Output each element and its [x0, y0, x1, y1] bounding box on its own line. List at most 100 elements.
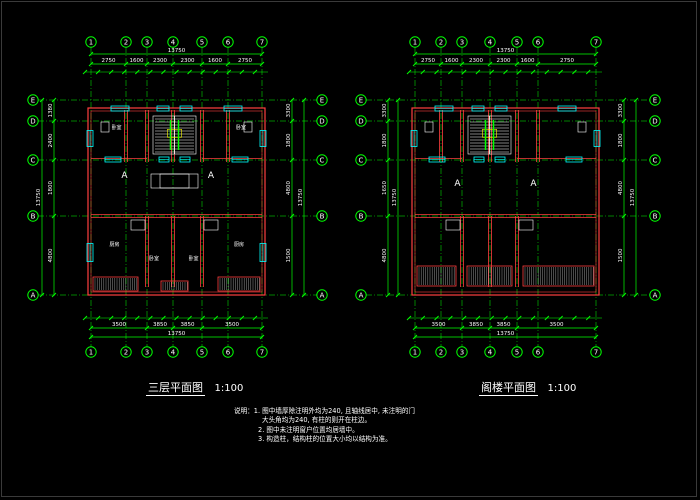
axis-top-bubble	[167, 36, 179, 48]
axis-bottom-label: 2	[124, 349, 128, 357]
dimension-text: 4800	[618, 181, 624, 195]
axis-top-label: 3	[460, 39, 464, 47]
dimension-tick	[239, 69, 245, 75]
dimension-tick	[487, 61, 493, 67]
axis-top-label: 4	[488, 39, 493, 47]
dimension-tick	[633, 292, 639, 298]
axis-top-label: 6	[226, 39, 231, 47]
dimension-text: 2750	[238, 58, 252, 64]
dimension-tick	[459, 61, 465, 67]
dimension-tick	[585, 69, 591, 75]
axis-top-label: 3	[145, 39, 149, 47]
axis-top-bubble	[141, 36, 153, 48]
axis-bottom-bubble	[484, 346, 496, 358]
dimension-tick	[289, 292, 295, 298]
dimension-tick	[633, 97, 639, 103]
dimension-tick	[259, 61, 265, 67]
dimension-tick	[516, 69, 522, 75]
dimension-tick	[51, 292, 57, 298]
axis-right-bubble	[649, 210, 661, 222]
dimension-tick	[461, 69, 467, 75]
dimension-tick	[123, 61, 129, 67]
dimension-text: 13750	[497, 48, 515, 54]
dimension-text: 3500	[432, 322, 446, 328]
dimension-tick	[252, 315, 258, 321]
dimension-tick	[385, 118, 391, 124]
dimension-text: 13750	[36, 188, 42, 206]
dimension-tick	[88, 51, 94, 57]
axis-bottom-bubble	[456, 346, 468, 358]
dimension-text: 4800	[382, 248, 388, 262]
dimension-tick	[39, 97, 45, 103]
axis-left-bubble	[27, 115, 39, 127]
dimension-tick	[200, 315, 205, 321]
axis-bottom-bubble	[256, 346, 268, 358]
dimension-text: 2750	[560, 58, 574, 64]
axis-right-label: D	[319, 118, 324, 126]
dimension-tick	[412, 334, 418, 340]
fixture	[445, 219, 461, 231]
axis-top-label: 1	[89, 39, 93, 47]
dimension-tick	[161, 315, 166, 321]
dimension-tick	[489, 315, 495, 321]
dimension-tick	[174, 315, 179, 321]
dimension-tick	[51, 118, 57, 124]
axis-top-label: 6	[536, 39, 541, 47]
dimension-text: 2300	[153, 58, 167, 64]
axis-top-bubble	[511, 36, 523, 48]
axis-right-bubble	[316, 115, 328, 127]
dimension-text: 3850	[497, 322, 511, 328]
plan-title-attic: 阁楼平面图 1:100	[479, 379, 576, 396]
dimension-tick	[213, 315, 219, 321]
dimension-tick	[395, 97, 401, 103]
plan-title-third-floor: 三层平面图 1:100	[146, 379, 243, 396]
dimension-tick	[461, 315, 467, 321]
dimension-tick	[593, 51, 599, 57]
dimension-tick	[108, 69, 114, 75]
dimension-text: 1650	[382, 181, 388, 195]
dimension-tick	[289, 97, 295, 103]
dimension-tick	[39, 292, 45, 298]
axis-right-bubble	[649, 94, 661, 106]
dimension-tick	[448, 315, 453, 321]
dimension-tick	[593, 334, 599, 340]
dimension-tick	[174, 69, 179, 75]
axis-left-label: D	[30, 118, 35, 126]
axis-right-label: C	[653, 157, 658, 165]
dimension-tick	[406, 315, 412, 321]
dimension-text: 1500	[618, 248, 624, 262]
dimension-tick	[226, 69, 232, 75]
dimension-text: 1600	[130, 58, 144, 64]
dimension-tick	[385, 97, 391, 103]
dimension-tick	[503, 69, 508, 75]
note-line: 大头角均为240, 有柱的则开在柱边。	[262, 416, 372, 425]
dimension-tick	[438, 61, 444, 67]
dimension-tick	[514, 61, 520, 67]
dimension-text: 1500	[286, 248, 292, 262]
axis-top-label: 2	[439, 39, 443, 47]
axis-bottom-bubble	[590, 346, 602, 358]
fixture	[424, 121, 434, 133]
dimension-tick	[199, 325, 205, 331]
dimension-tick	[134, 315, 140, 321]
room-label: A	[454, 179, 461, 189]
dimension-tick	[88, 334, 94, 340]
axis-bottom-bubble	[167, 346, 179, 358]
axis-left-label: B	[359, 213, 364, 221]
axis-left-bubble	[355, 289, 367, 301]
dimension-tick	[585, 315, 591, 321]
dimension-tick	[170, 61, 176, 67]
dimension-tick	[395, 292, 401, 298]
dimension-text: 13750	[392, 188, 398, 206]
fixture	[203, 219, 219, 231]
stair-landing-mark	[482, 129, 497, 138]
balcony	[92, 276, 139, 292]
dimension-tick	[121, 315, 127, 321]
balcony	[416, 265, 457, 287]
dimension-tick	[475, 69, 481, 75]
dimension-text: 13750	[168, 331, 186, 337]
note-line: 3. 构造柱，结构柱的位置大小均以结构为准。	[258, 435, 392, 444]
axis-right-label: B	[653, 213, 658, 221]
axis-right-bubble	[649, 289, 661, 301]
